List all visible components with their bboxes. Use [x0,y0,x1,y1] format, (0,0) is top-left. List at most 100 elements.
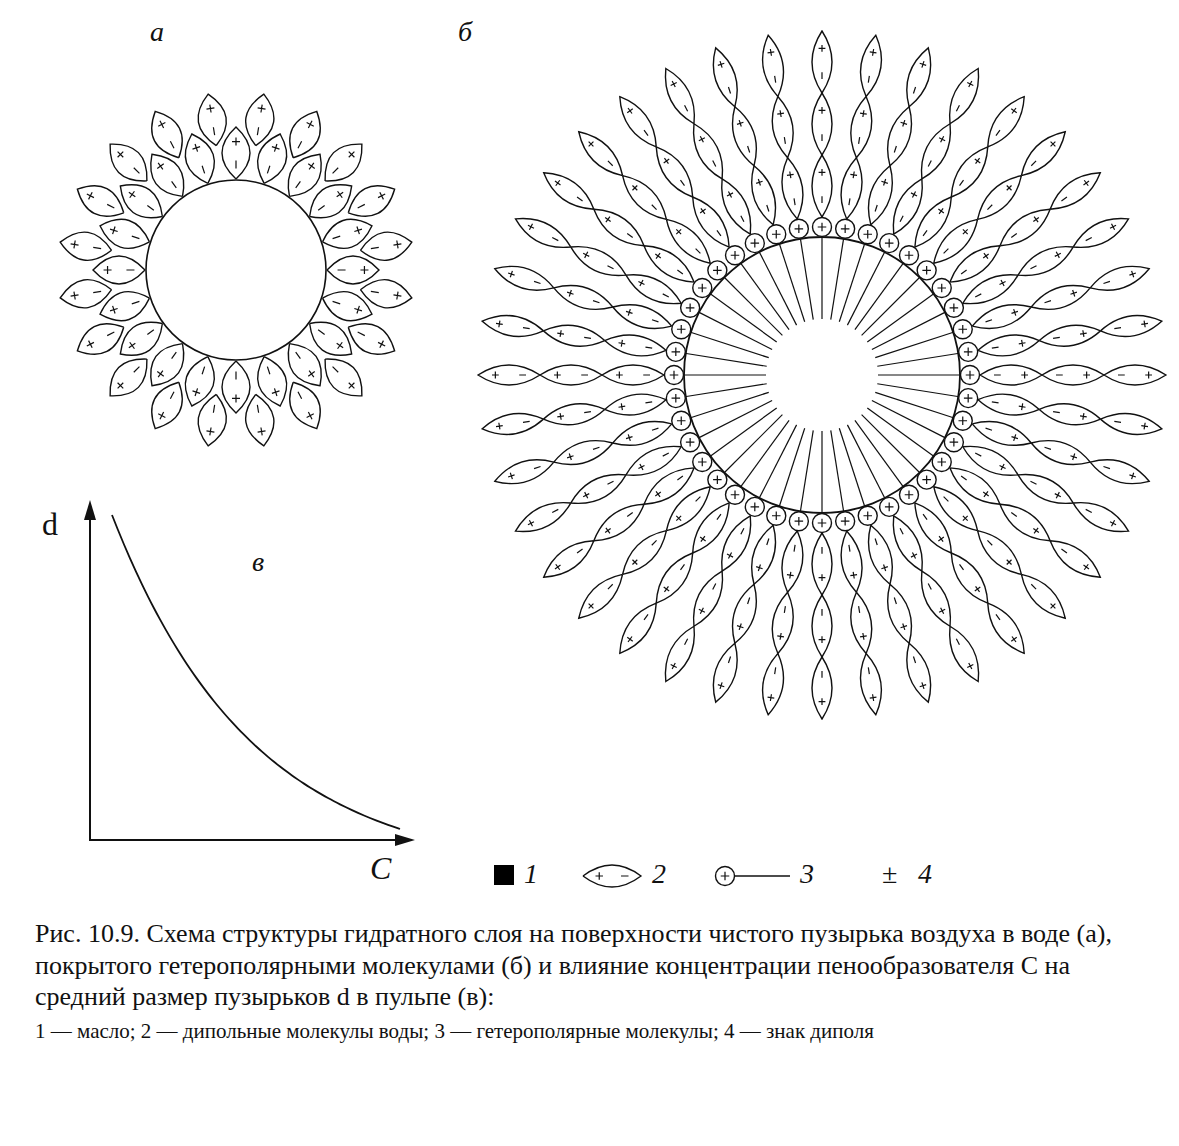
dipole-sign [865,667,877,702]
head-sign [698,458,707,467]
dipole-sign [897,190,919,223]
water-dipole [900,640,938,705]
water-dipole [778,156,807,220]
dipole-sign [232,372,240,403]
dipole-outline [812,31,832,93]
dipole-sign [264,143,281,175]
head-sign [818,223,827,232]
head-circle [961,366,980,385]
water-dipole [812,595,832,657]
dipole-sign [736,119,753,154]
dipole-sign [370,240,402,253]
dipole-outline [941,622,987,686]
dipole-sign [777,110,789,145]
water-dipole [603,390,667,419]
dipole-sign [155,350,180,380]
dipole-outline [251,352,294,410]
hydrocarbon-tail [683,374,766,375]
water-dipole [538,533,600,586]
polar-head [767,225,786,244]
head-circle [944,298,963,317]
dipole-sign [957,562,983,594]
dipole-sign [993,106,1019,138]
head-sign [841,517,850,526]
dipole-outline [837,529,866,593]
polar-head [932,452,951,471]
hydrocarbon-tail [855,263,904,330]
dipole-outline [1087,453,1152,491]
head-sign [772,230,781,239]
dipole-sign [115,149,142,176]
dipole-outline [745,163,783,228]
dipole-sign [819,107,826,141]
water-dipole [492,453,557,491]
head-sign [677,416,686,425]
dipole-outline [315,349,372,406]
polar-head [899,485,918,504]
water-dipole [327,256,379,284]
dipole-sign [630,538,659,567]
dipole-outline [612,597,665,659]
water-dipole [342,315,401,364]
water-dipole [856,34,885,98]
dipole-sign [993,612,1019,644]
head-circle [953,320,972,339]
head-sign [966,371,975,380]
polar-head [813,514,832,533]
dipole-outline [1099,311,1163,340]
polar-head [708,470,727,489]
water-dipole [1014,567,1072,625]
head-circle [944,433,963,452]
water-dipole [941,64,987,128]
dipole-sign [959,473,991,499]
dipole-sign [1029,582,1058,611]
polar-head [708,261,727,280]
water-dipole [880,104,918,169]
dipole-outline [96,212,154,255]
dipole-outline [542,321,606,350]
dipole-outline [980,91,1033,153]
head-sign [713,475,722,484]
water-dipole [318,285,376,328]
dipole-outline [143,105,192,164]
dipole-outline [1099,409,1163,438]
water-dipole [685,119,731,183]
water-dipole [93,256,145,284]
dipole-outline [970,523,1028,581]
dipole-sign [846,544,858,579]
head-sign [686,438,695,447]
polar-head [959,342,978,361]
head-circle [672,411,691,430]
head-circle [858,506,877,525]
dipole-outline [566,238,630,284]
dipole-sign [109,225,141,242]
head-sign [751,239,760,248]
water-dipole [251,352,294,410]
polar-head [693,452,712,471]
dipole-sign [872,537,889,572]
dipole-outline [706,45,744,110]
air-bubble [146,180,326,360]
water-dipole [970,169,1028,227]
head-circle [666,342,685,361]
dipole-outline [941,64,987,128]
dipole-outline [1044,533,1106,586]
dipole-outline [976,390,1040,419]
dipole-sign [991,339,1026,351]
dipole-outline [551,433,616,471]
dipole-sign [674,227,703,256]
water-dipole [616,169,674,227]
polar-head [665,366,684,385]
dipole-outline [251,130,294,188]
dipole-sign [553,546,585,572]
water-dipole [511,210,575,256]
dipole-sign [109,298,141,315]
head-sign [905,490,914,499]
hydrocarbon-tail [877,384,959,397]
hydrocarbon-tail [831,238,844,320]
head-sign [922,475,931,484]
water-dipole [1044,165,1106,218]
hydrocarbon-tail [759,251,797,325]
water-dipole [1087,259,1152,297]
dipole-sign [1102,270,1137,287]
